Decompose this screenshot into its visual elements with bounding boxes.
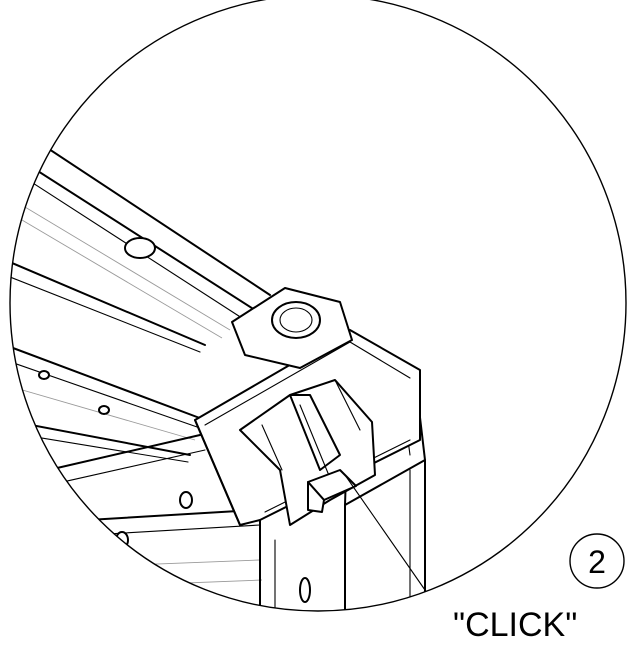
step-number: 2 <box>588 544 606 580</box>
post-lower-hole <box>299 577 311 603</box>
detail-circle <box>9 0 627 612</box>
top-rail <box>10 119 271 353</box>
snap-clip <box>239 379 376 526</box>
middle-rail <box>10 344 206 463</box>
rail-hole-2 <box>38 370 50 380</box>
rail-hole-4 <box>179 491 193 509</box>
rail-hole-1 <box>124 237 156 259</box>
rail-hole-3 <box>98 405 110 415</box>
washer <box>231 287 353 369</box>
detail-view-content <box>10 119 446 611</box>
click-callout-label: "CLICK" <box>453 606 577 644</box>
washer-hole <box>271 301 321 339</box>
step-number-badge: 2 <box>569 533 625 589</box>
